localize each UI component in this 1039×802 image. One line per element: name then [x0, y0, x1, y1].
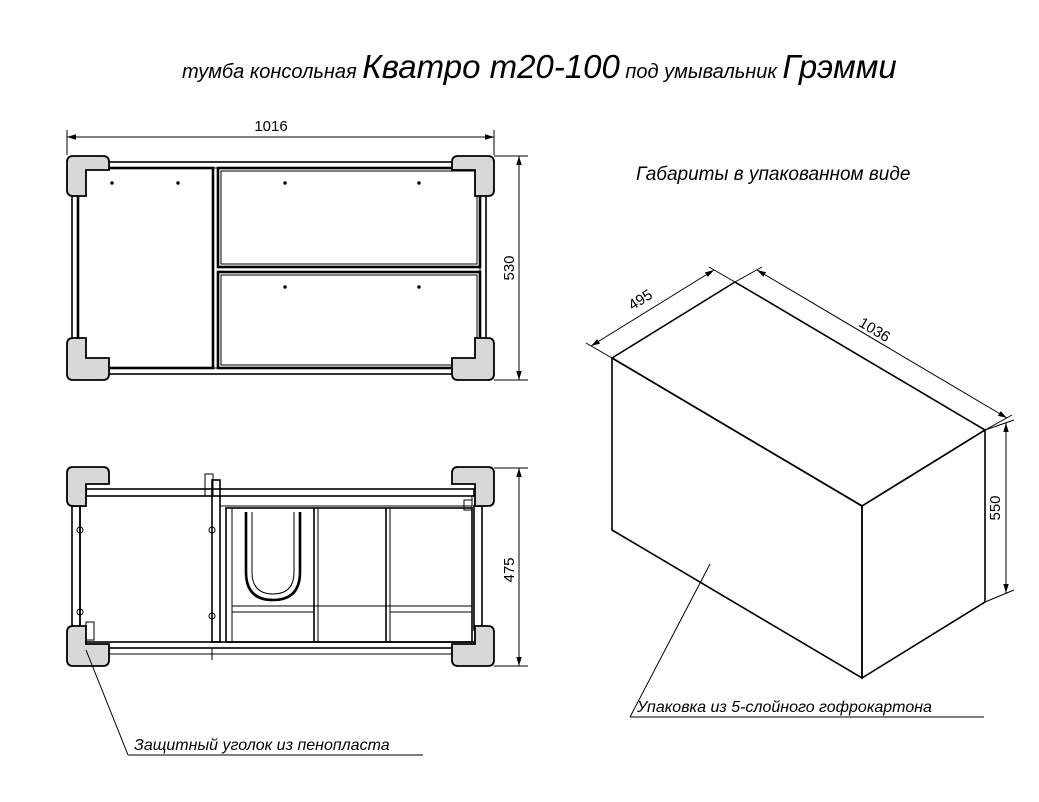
front-view: 475: [66, 466, 528, 756]
front-foam-corner-top-left: [66, 466, 110, 507]
package-depth-dim: 495: [625, 286, 655, 314]
page-title: тумба консольная Кватро т20-100 под умыв…: [182, 48, 897, 85]
front-view-height-dim: 475: [501, 557, 518, 582]
top-view-depth-dim: 530: [501, 255, 518, 280]
front-foam-corner-top-right: [451, 466, 495, 507]
top-view-width-dim: 1016: [254, 118, 287, 135]
package-material-note: Упаковка из 5-слойного гофрокартона: [636, 699, 932, 716]
title-prefix: тумба консольная: [182, 61, 362, 83]
title-basin: Грэмми: [782, 48, 896, 85]
foam-corner-note: Защитный уголок из пенопласта: [134, 737, 390, 754]
front-foam-corner-bottom-right: [451, 625, 495, 667]
package-view: Габариты в упакованном виде 495 1036 550…: [585, 164, 1015, 718]
foam-corner-bottom-left: [66, 337, 110, 381]
foam-corner-top-right: [451, 155, 495, 197]
package-heading: Габариты в упакованном виде: [636, 164, 910, 185]
front-foam-corner-bottom-left: [66, 625, 110, 667]
package-length-dim: 1036: [856, 314, 893, 346]
top-view: 1016 530: [66, 118, 528, 381]
foam-corner-bottom-right: [451, 337, 495, 381]
foam-corner-top-left: [66, 155, 110, 197]
title-middle: под умывальник: [620, 61, 783, 83]
package-height-dim: 550: [987, 495, 1004, 520]
title-model: Кватро т20-100: [362, 48, 620, 85]
